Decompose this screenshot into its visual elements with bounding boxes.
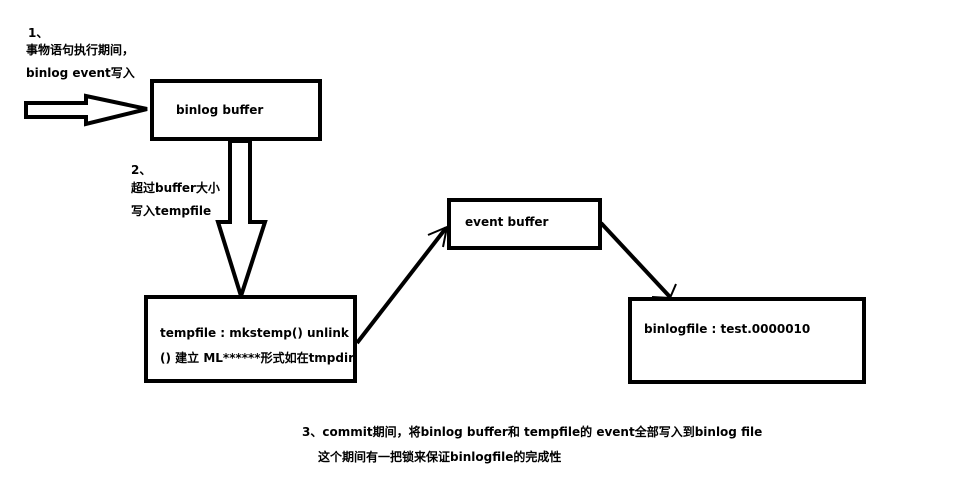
tempfile-box: tempfile : mkstemp() unlink () 建立 ML****… bbox=[144, 295, 357, 383]
event-buffer-box: event buffer bbox=[447, 198, 602, 250]
step3-line2: 这个期间有一把锁来保证binlogfile的完成性 bbox=[318, 450, 562, 464]
step1-line1: 事物语句执行期间， bbox=[26, 43, 135, 57]
event-buffer-label: event buffer bbox=[465, 215, 549, 229]
step3-line1: 3、commit期间，将binlog buffer和 tempfile的 eve… bbox=[302, 425, 763, 439]
tempfile-label-line2: () 建立 ML******形式如在tmpdir bbox=[160, 351, 355, 365]
step1-number: 1、 bbox=[28, 26, 49, 40]
arrow-tempfile-to-event-buffer bbox=[355, 226, 448, 345]
binlogfile-label: binlogfile : test.0000010 bbox=[644, 322, 811, 336]
binlog-buffer-box: binlog buffer bbox=[150, 79, 322, 141]
hollow-arrow-right bbox=[24, 93, 148, 127]
hollow-arrow-down bbox=[215, 139, 268, 303]
arrow-event-buffer-to-binlogfile bbox=[599, 221, 672, 299]
binlogfile-box: binlogfile : test.0000010 bbox=[628, 297, 866, 384]
binlog-buffer-label: binlog buffer bbox=[176, 103, 264, 117]
step2-number: 2、 bbox=[131, 163, 152, 177]
step1-line2: binlog event写入 bbox=[26, 66, 135, 80]
step2-line2: 写入tempfile bbox=[131, 204, 212, 218]
tempfile-label-line1: tempfile : mkstemp() unlink bbox=[160, 326, 349, 340]
step2-line1: 超过buffer大小 bbox=[131, 181, 220, 195]
